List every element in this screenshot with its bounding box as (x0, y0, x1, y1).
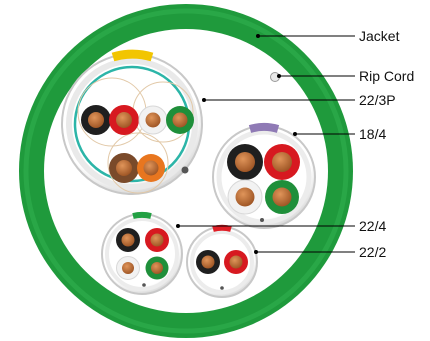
group-22-3p (61, 49, 203, 195)
group-22-4 (101, 211, 183, 295)
leader-22-4 (176, 224, 355, 228)
drain-wire (220, 286, 224, 290)
conductor-black (196, 250, 220, 274)
group-22-2 (186, 224, 258, 298)
conductor-white (227, 179, 263, 215)
drain-wire (260, 218, 264, 222)
conductor-brown (109, 153, 139, 183)
conductor-green (265, 180, 299, 214)
label-rip-cord: Rip Cord (359, 68, 414, 84)
label-22-2: 22/2 (359, 244, 386, 260)
conductor-white (116, 256, 140, 280)
label-22-4: 22/4 (359, 218, 386, 234)
leader-18-4 (293, 132, 355, 136)
conductor-black (116, 228, 140, 252)
group-18-4 (212, 123, 316, 229)
conductor-black (227, 144, 263, 180)
outer-jacket-highlight (23, 8, 349, 334)
leader-22-3p (202, 98, 355, 102)
leader-jacket (256, 34, 355, 38)
conductor-green (145, 256, 169, 280)
conductor-red (224, 250, 248, 274)
conductor-red (145, 228, 169, 252)
conductor-green (166, 106, 194, 134)
leader-22-2 (254, 250, 355, 254)
stripe-red (212, 224, 232, 232)
stripe-purple (248, 123, 280, 133)
conductor-red (109, 105, 139, 135)
drain-wire (181, 166, 189, 174)
label-18-4: 18/4 (359, 126, 386, 142)
leader-rip-cord (277, 74, 355, 78)
conductor-black (81, 105, 111, 135)
conductor-white (138, 105, 168, 135)
drain-wire (142, 283, 146, 287)
label-jacket: Jacket (359, 28, 400, 44)
conductor-orange (137, 154, 165, 182)
label-22-3p: 22/3P (359, 92, 396, 108)
conductor-red (264, 144, 300, 180)
stripe-green (132, 211, 152, 219)
stripe-yellow (111, 49, 154, 62)
pair-twist-3 (107, 132, 169, 194)
